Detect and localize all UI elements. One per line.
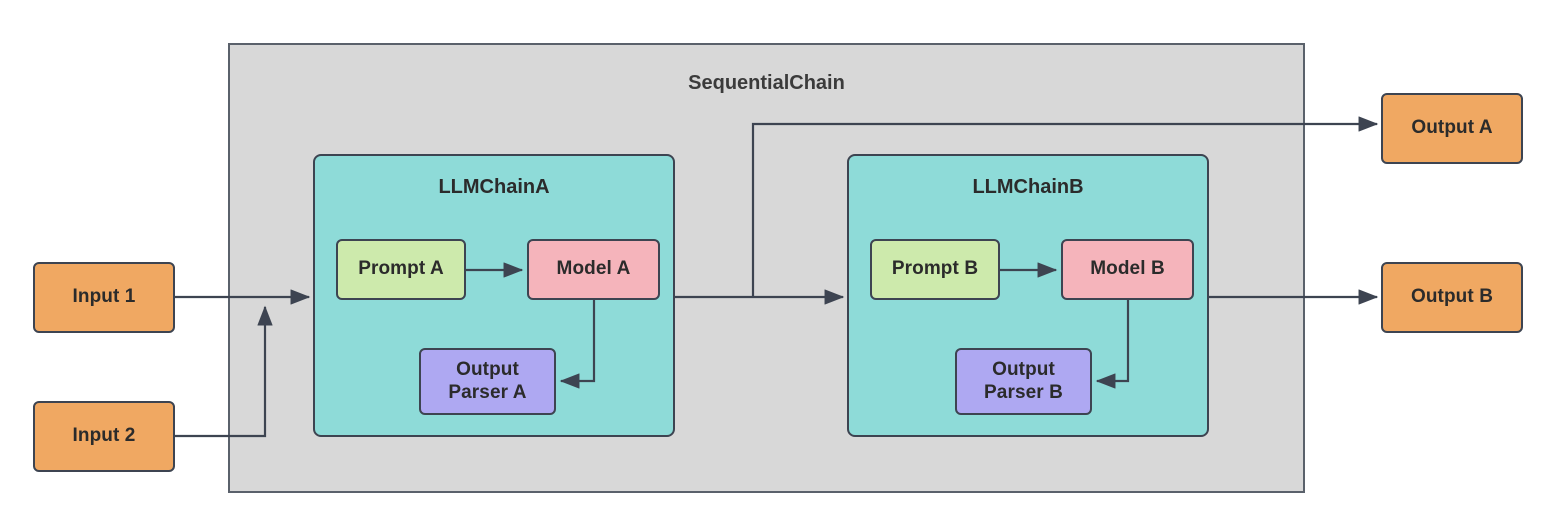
input-1-node[interactable]: Input 1	[33, 262, 175, 333]
output-parser-a-label-line1: Output	[456, 359, 519, 381]
output-parser-b-label-line2: Parser B	[984, 381, 1063, 403]
model-a-node[interactable]: Model A	[527, 239, 660, 300]
prompt-b-node[interactable]: Prompt B	[870, 239, 1000, 300]
output-b-node[interactable]: Output B	[1381, 262, 1523, 333]
output-parser-b-node[interactable]: Output Parser B	[955, 348, 1092, 415]
output-parser-a-label-line2: Parser A	[448, 381, 527, 403]
llmchain-b-title: LLMChainB	[972, 176, 1084, 198]
output-parser-b-label-line1: Output	[992, 359, 1055, 381]
sequentialchain-title: SequentialChain	[688, 72, 845, 94]
input-2-node[interactable]: Input 2	[33, 401, 175, 472]
output-a-node[interactable]: Output A	[1381, 93, 1523, 164]
llmchain-a-title: LLMChainA	[438, 176, 550, 198]
output-parser-a-node[interactable]: Output Parser A	[419, 348, 556, 415]
prompt-a-node[interactable]: Prompt A	[336, 239, 466, 300]
model-b-node[interactable]: Model B	[1061, 239, 1194, 300]
